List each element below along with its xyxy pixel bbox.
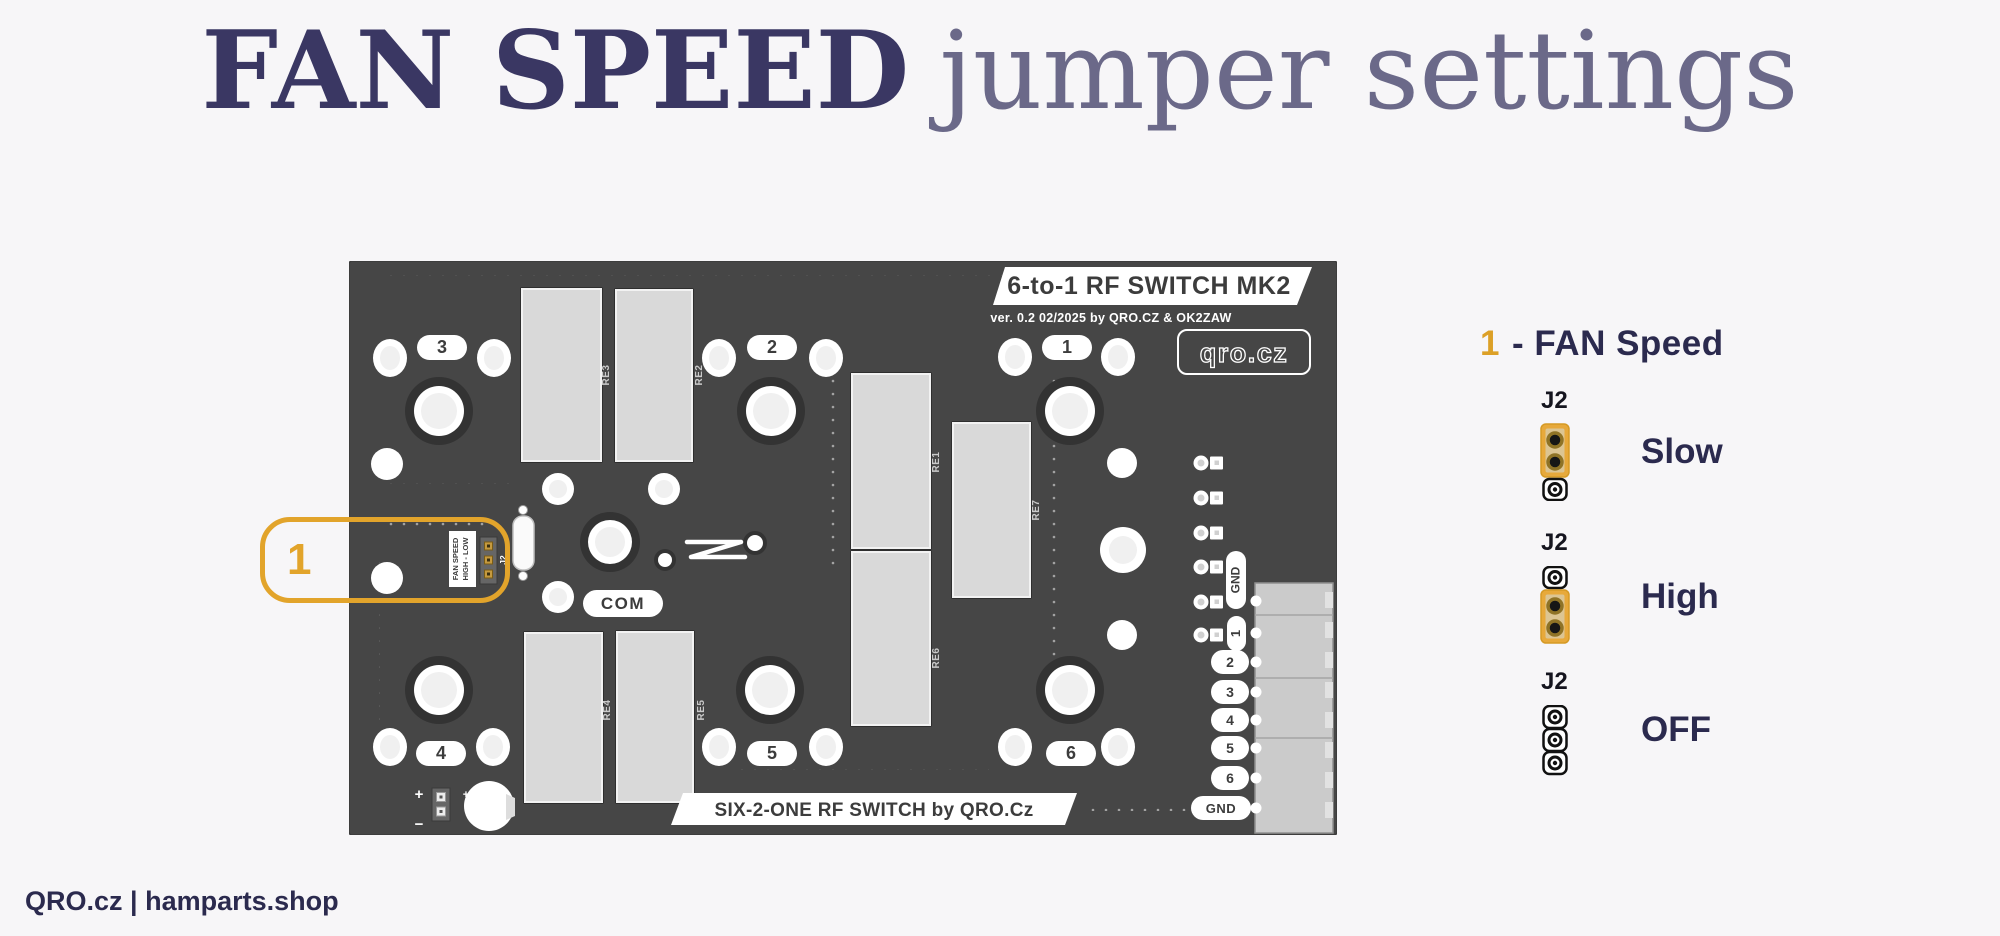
legend-j2-label-off: J2: [1541, 668, 1568, 695]
callout-1-number: 1: [287, 535, 312, 584]
legend-heading: 1 - FAN Speed: [1480, 324, 1724, 364]
fan-speed-silk-line1: FAN SPEED: [451, 537, 460, 580]
relay-re4: RE4: [523, 631, 613, 804]
callout-1-ring: 1: [260, 517, 510, 603]
relay-re2: RE2: [614, 288, 705, 463]
pin-label-gnd-top: GND: [1229, 566, 1243, 593]
connector-port4: [405, 656, 473, 724]
resistor: [512, 515, 535, 571]
fan-speed-jumper-area: FAN SPEED HIGH - LOW J2: [449, 505, 535, 587]
com-node: [580, 512, 767, 572]
port-label-6: 6: [1066, 743, 1076, 763]
board-bottom-text: SIX-2-ONE RF SWITCH by QRO.Cz: [714, 800, 1033, 821]
relay-footprints: RE3 RE2 RE1 RE7 RE6: [520, 287, 1042, 804]
port-labels: 3 2 1 4 5 6: [416, 335, 1096, 766]
fan-speed-silk-line2: HIGH - LOW: [461, 537, 470, 581]
relay-re3-label: RE3: [601, 365, 612, 386]
pin-label-5: 5: [1226, 740, 1234, 756]
relay-re7: RE7: [951, 421, 1042, 599]
connector-port1: [1036, 377, 1104, 445]
legend-j2-label-high: J2: [1541, 529, 1568, 556]
svg-text:COM: COM: [601, 594, 645, 613]
port-label-1: 1: [1062, 337, 1072, 357]
inductor-trace: [684, 539, 748, 560]
pin-label-1: 1: [1228, 630, 1243, 637]
connector-port5: [736, 656, 804, 724]
pin-label-2: 2: [1226, 654, 1234, 670]
pcb-svg: RE3 RE2 RE1 RE7 RE6: [348, 260, 1338, 836]
control-header-pads: [1193, 455, 1223, 643]
pcb-illustration: RE3 RE2 RE1 RE7 RE6: [348, 260, 1338, 836]
relay-re6: RE6: [850, 550, 942, 727]
port-label-2: 2: [767, 337, 777, 357]
page-title-primary: FAN SPEED: [201, 8, 910, 134]
capacitor-plus-label: +: [463, 789, 469, 801]
legend-j2-label-slow: J2: [1541, 387, 1568, 414]
relay-re2-label: RE2: [694, 365, 705, 386]
relay-re1: RE1: [850, 372, 942, 550]
relay-re1-label: RE1: [931, 452, 942, 473]
power-plus-label: +: [415, 786, 424, 803]
board-title-banner: 6-to-1 RF SWITCH MK2: [993, 267, 1312, 305]
board-version-text: ver. 0.2 02/2025 by QRO.CZ & OK2ZAW: [990, 311, 1231, 325]
jumper-graphic-off: [1540, 704, 1570, 782]
legend-heading-number: 1: [1480, 324, 1500, 363]
connector-port2: [737, 377, 805, 445]
board-bottom-banner: SIX-2-ONE RF SWITCH by QRO.Cz: [671, 793, 1077, 825]
rf-connector-footprints: [405, 377, 1104, 724]
com-label: COM: [583, 590, 663, 617]
fan-speed-legend: 1 - FAN Speed J2 Slow J2: [1478, 322, 1838, 812]
connector-port6: [1036, 656, 1104, 724]
legend-value-high: High: [1641, 577, 1719, 616]
port-label-4: 4: [436, 743, 446, 763]
relay-re7-label: RE7: [1031, 500, 1042, 521]
qro-logo: qro.cz: [1177, 329, 1311, 375]
legend-value-off: OFF: [1641, 710, 1711, 749]
jumper-graphic-high: [1540, 565, 1570, 649]
pin-label-6: 6: [1226, 770, 1234, 786]
relay-re4-label: RE4: [602, 700, 613, 721]
relay-re5-label: RE5: [696, 700, 707, 721]
capacitor: [464, 781, 514, 831]
power-input: + − +: [415, 781, 515, 833]
relay-re6-label: RE6: [931, 648, 942, 669]
connector-port3: [405, 377, 473, 445]
power-minus-label: −: [415, 816, 424, 833]
page-title-secondary: jumper settings: [939, 9, 1799, 134]
board-title-text: 6-to-1 RF SWITCH MK2: [1007, 272, 1291, 300]
jumper-graphic-slow: [1540, 423, 1570, 506]
pin-label-3: 3: [1226, 684, 1234, 700]
qro-logo-text: qro.cz: [1200, 338, 1289, 368]
pad-holes: [371, 338, 1146, 766]
legend-heading-text: - FAN Speed: [1511, 324, 1724, 363]
fan-speed-silk-label: [449, 531, 476, 587]
relay-re3: RE3: [520, 287, 612, 463]
relay-re5: RE5: [615, 630, 707, 804]
port-label-3: 3: [437, 337, 447, 357]
pin-labels: GND 1 2 3 4 5 6 GND: [1191, 551, 1251, 820]
port-label-5: 5: [767, 743, 777, 763]
j2-silk-label: J2: [498, 555, 508, 565]
terminal-block: [1250, 582, 1334, 834]
pin-label-gnd-bottom: GND: [1206, 801, 1236, 816]
pin-label-4: 4: [1226, 712, 1234, 728]
legend-value-slow: Slow: [1641, 432, 1723, 471]
footer-branding: QRO.cz | hamparts.shop: [25, 886, 339, 916]
